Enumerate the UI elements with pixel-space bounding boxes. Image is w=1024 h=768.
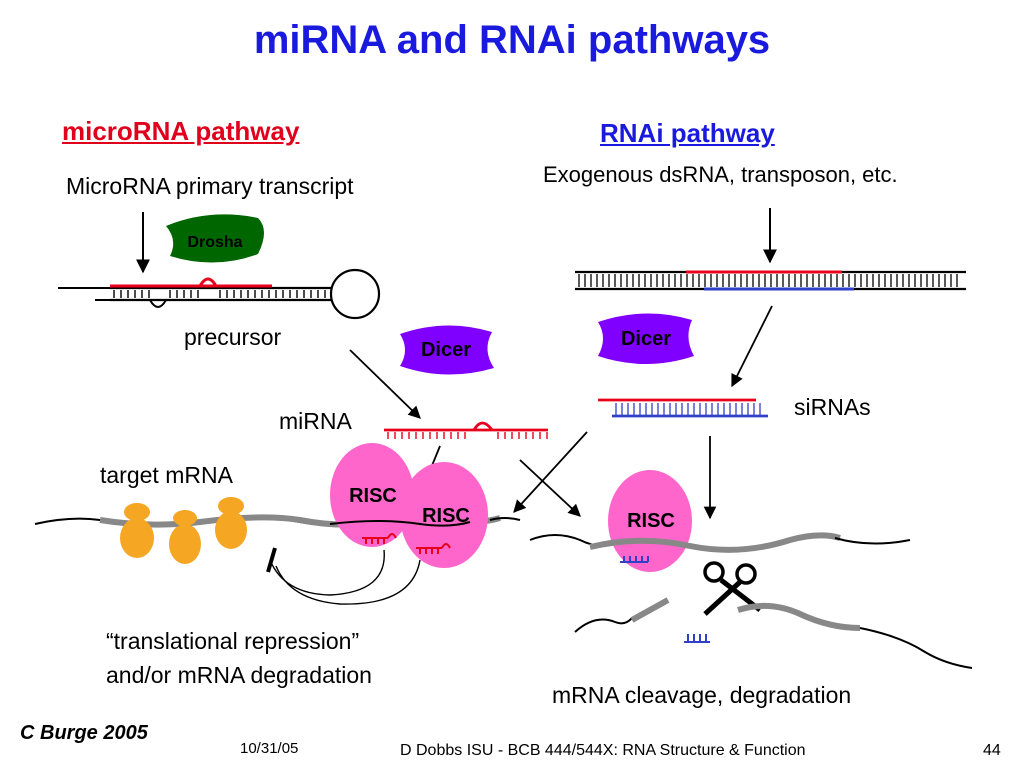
precursor-label: precursor: [184, 324, 282, 350]
target-mrna-label: target mRNA: [100, 462, 233, 488]
slide-title: miRNA and RNAi pathways: [253, 18, 771, 62]
mirna-outcome-line1: “translational repression”: [106, 628, 360, 654]
footer-course: D Dobbs ISU - BCB 444/544X: RNA Structur…: [400, 742, 806, 759]
rnai-pathway-header: RNAi pathway: [600, 118, 775, 148]
footer-date: 10/31/05: [240, 740, 299, 757]
risc-label-right: RISC: [627, 510, 675, 532]
mirna-outcome-line2: and/or mRNA degradation: [106, 662, 372, 688]
rnai-target-mrna-grey: [589, 532, 841, 553]
ribosome-1: [120, 503, 154, 558]
released-sirna: [684, 634, 710, 643]
rnai-outcome-label: mRNA cleavage, degradation: [552, 682, 852, 708]
risc-label-2: RISC: [422, 505, 470, 527]
mirna-duplex: [384, 421, 548, 439]
inhibition-curve-2: [275, 559, 421, 605]
arrow-sirna-to-mirna-target: [513, 431, 588, 513]
primary-transcript-label: MicroRNA primary transcript: [66, 173, 354, 199]
cleaved-fragment-left-grey: [630, 597, 670, 623]
ribosome-2: [169, 510, 201, 564]
dicer-enzyme-left: [400, 325, 494, 375]
dicer-enzyme-right: [598, 313, 694, 364]
cleaved-fragment-left: [574, 617, 633, 633]
mirna-label: miRNA: [279, 408, 352, 434]
translation-block-bar: [266, 547, 277, 573]
drosha-enzyme: [166, 214, 264, 263]
dicer-label-right: Dicer: [621, 328, 671, 350]
mirna-pathway-header: microRNA pathway: [62, 116, 300, 146]
long-dsrna: [575, 270, 966, 291]
risc-label-1: RISC: [349, 485, 397, 507]
risc-complex-right: [608, 470, 692, 572]
dicer-label-left: Dicer: [421, 339, 471, 361]
ribosome-3: [215, 497, 247, 549]
cleaved-fragment-right: [859, 627, 973, 669]
credit-label: C Burge 2005: [20, 722, 148, 744]
risc-bound-mirna-2: [416, 543, 451, 554]
sirnas-label: siRNAs: [794, 394, 871, 420]
arrow-precursor-to-mirna: [349, 349, 421, 419]
arrow-mirna-to-rnai-target: [519, 459, 581, 517]
footer-page-number: 44: [983, 742, 1001, 759]
arrow-dsrna-to-sirna: [731, 305, 773, 388]
sirna-duplex: [598, 398, 768, 418]
cleaved-fragment-right-grey: [737, 602, 861, 631]
drosha-label: Drosha: [187, 234, 242, 251]
rnai-bound-sirna: [620, 556, 649, 563]
exogenous-source-label: Exogenous dsRNA, transposon, etc.: [543, 162, 898, 187]
inhibition-curve-1: [269, 549, 385, 596]
risc-complex-2: [400, 462, 488, 568]
risc-bound-mirna-1: [362, 533, 397, 544]
primary-transcript-hairpin: [58, 268, 381, 320]
